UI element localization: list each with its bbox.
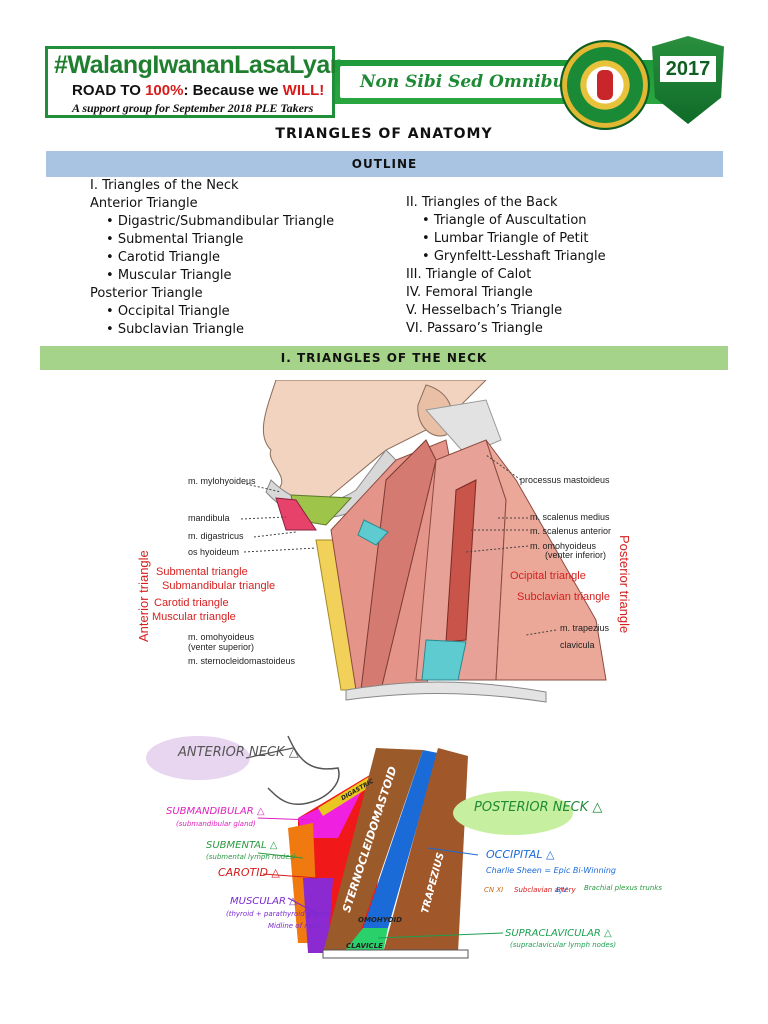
neck-triangles-diagram <box>138 728 638 960</box>
label-sternocleidomastoideus: m. sternocleidomastoideus <box>188 656 296 666</box>
label-scalenus-medius: m. scalenus medius <box>530 512 610 522</box>
hw-posterior-neck: POSTERIOR NECK △ <box>474 800 603 815</box>
label-omohyoideus-superior-note: (venter superior) <box>188 642 255 652</box>
hw-occipital: OCCIPITAL △ <box>486 848 555 861</box>
outline-bullet-item: Occipital Triangle <box>90 303 334 321</box>
outline-heading: OUTLINE <box>46 151 723 177</box>
outline-heading-item: III. Triangle of Calot <box>406 267 532 282</box>
hw-ejv: EJV <box>556 886 568 894</box>
label-mylohyoideus: m. mylohyoideus <box>188 476 256 486</box>
hw-submental-note: (submental lymph nodes) <box>206 853 296 861</box>
hw-submandibular: SUBMANDIBULAR △ <box>166 806 265 817</box>
label-submandibular-triangle: Submandibular triangle <box>162 580 276 592</box>
hw-clavicle-label: CLAVICLE <box>346 942 383 950</box>
label-digastricus: m. digastricus <box>188 531 244 541</box>
hw-subclavian-artery: Subclavian artery <box>514 886 576 894</box>
hw-submandibular-note: (submandibular gland) <box>176 820 256 828</box>
label-occipital-triangle: Ocipital triangle <box>510 570 586 582</box>
support-group-banner: #WalangIwananLasaLyan ROAD TO 100%: Beca… <box>45 46 345 118</box>
motto-text: Non Sibi Sed Omnibus <box>360 72 575 92</box>
outline-bullet-item: Muscular Triangle <box>90 267 334 285</box>
outline-heading-item: Posterior Triangle <box>90 286 203 301</box>
outline-heading-item: V. Hesselbach’s Triangle <box>406 303 563 318</box>
outline-bullet-item: Digastric/Submandibular Triangle <box>90 213 334 231</box>
hashtag-title: #WalangIwananLasaLyan <box>54 51 345 79</box>
hw-midline: Midline of neck <box>268 922 321 930</box>
class-shield-logo: 2017 <box>652 36 724 124</box>
section-heading: I. TRIANGLES OF THE NECK <box>40 346 728 370</box>
hw-carotid: CAROTID △ <box>218 866 280 879</box>
road-prefix: ROAD TO <box>72 82 146 99</box>
hw-cn-xi: CN XI <box>484 886 504 894</box>
neck-anatomy-figure <box>126 380 636 720</box>
outline-heading-item: II. Triangles of the Back <box>406 195 558 210</box>
label-trapezius: m. trapezius <box>560 623 610 633</box>
label-subclavian-triangle: Subclavian triangle <box>517 591 610 603</box>
label-omohyoideus-inferior-note: (venter inferior) <box>545 550 607 560</box>
hw-supraclavicular-note: (supraclavicular lymph nodes) <box>510 941 617 949</box>
label-scalenus-anterior: m. scalenus anterior <box>530 526 612 536</box>
outline-heading-item: IV. Femoral Triangle <box>406 285 533 300</box>
outline-heading-item: Anterior Triangle <box>90 196 198 211</box>
shield-year: 2017 <box>660 56 716 82</box>
outline-right-column: II. Triangles of the BackTriangle of Aus… <box>406 194 606 338</box>
outline-bullet-item: Triangle of Auscultation <box>406 212 606 230</box>
road-percent: 100% <box>145 82 184 99</box>
label-posterior-triangle-vertical: Posterior triangle <box>617 535 632 634</box>
outline-bullet-item: Subclavian Triangle <box>90 321 334 339</box>
label-clavicula: clavicula <box>560 640 595 650</box>
label-omohyoideus-superior: m. omohyoideus <box>188 632 255 642</box>
banner-subtitle: A support group for September 2018 PLE T… <box>72 101 314 115</box>
road-line: ROAD TO 100%: Because we WILL! <box>72 82 324 99</box>
road-will: WILL! <box>282 82 325 99</box>
label-carotid-triangle: Carotid triangle <box>154 597 229 609</box>
label-os-hyoideum: os hyoideum <box>188 547 240 557</box>
label-omohyoideus-inferior: m. omohyoideus <box>530 541 597 551</box>
label-processus-mastoideus: processus mastoideus <box>520 475 610 485</box>
hw-brachial: Brachial plexus trunks <box>584 884 663 892</box>
seal-emblem-icon <box>597 70 613 100</box>
outline-bullet-item: Submental Triangle <box>90 231 334 249</box>
hw-submental: SUBMENTAL △ <box>206 840 278 851</box>
label-submental-triangle: Submental triangle <box>156 566 248 578</box>
outline-bullet-item: Grynfeltt-Lesshaft Triangle <box>406 248 606 266</box>
hw-omohyoid-label: OMOHYOID <box>358 916 402 924</box>
label-anterior-triangle-vertical: Anterior triangle <box>136 550 151 642</box>
hw-anterior-neck: ANTERIOR NECK △ <box>178 745 299 760</box>
college-of-medicine-seal <box>560 40 650 130</box>
hw-muscular-note: (thyroid + parathyroid glands) <box>226 910 333 918</box>
page-title: TRIANGLES OF ANATOMY <box>275 126 493 142</box>
outline-bullet-item: Lumbar Triangle of Petit <box>406 230 606 248</box>
label-muscular-triangle: Muscular triangle <box>152 611 236 623</box>
hw-supraclavicular: SUPRACLAVICULAR △ <box>505 928 612 939</box>
outline-bullet-item: Carotid Triangle <box>90 249 334 267</box>
road-suffix: : Because we <box>183 82 283 99</box>
outline-heading-item: I. Triangles of the Neck <box>90 178 239 193</box>
label-mandibula: mandibula <box>188 513 230 523</box>
outline-heading-item: VI. Passaro’s Triangle <box>406 321 543 336</box>
hw-muscular: MUSCULAR △ <box>230 896 297 907</box>
hw-charlie-sheen: Charlie Sheen = Epic Bi-Winning <box>486 866 617 875</box>
